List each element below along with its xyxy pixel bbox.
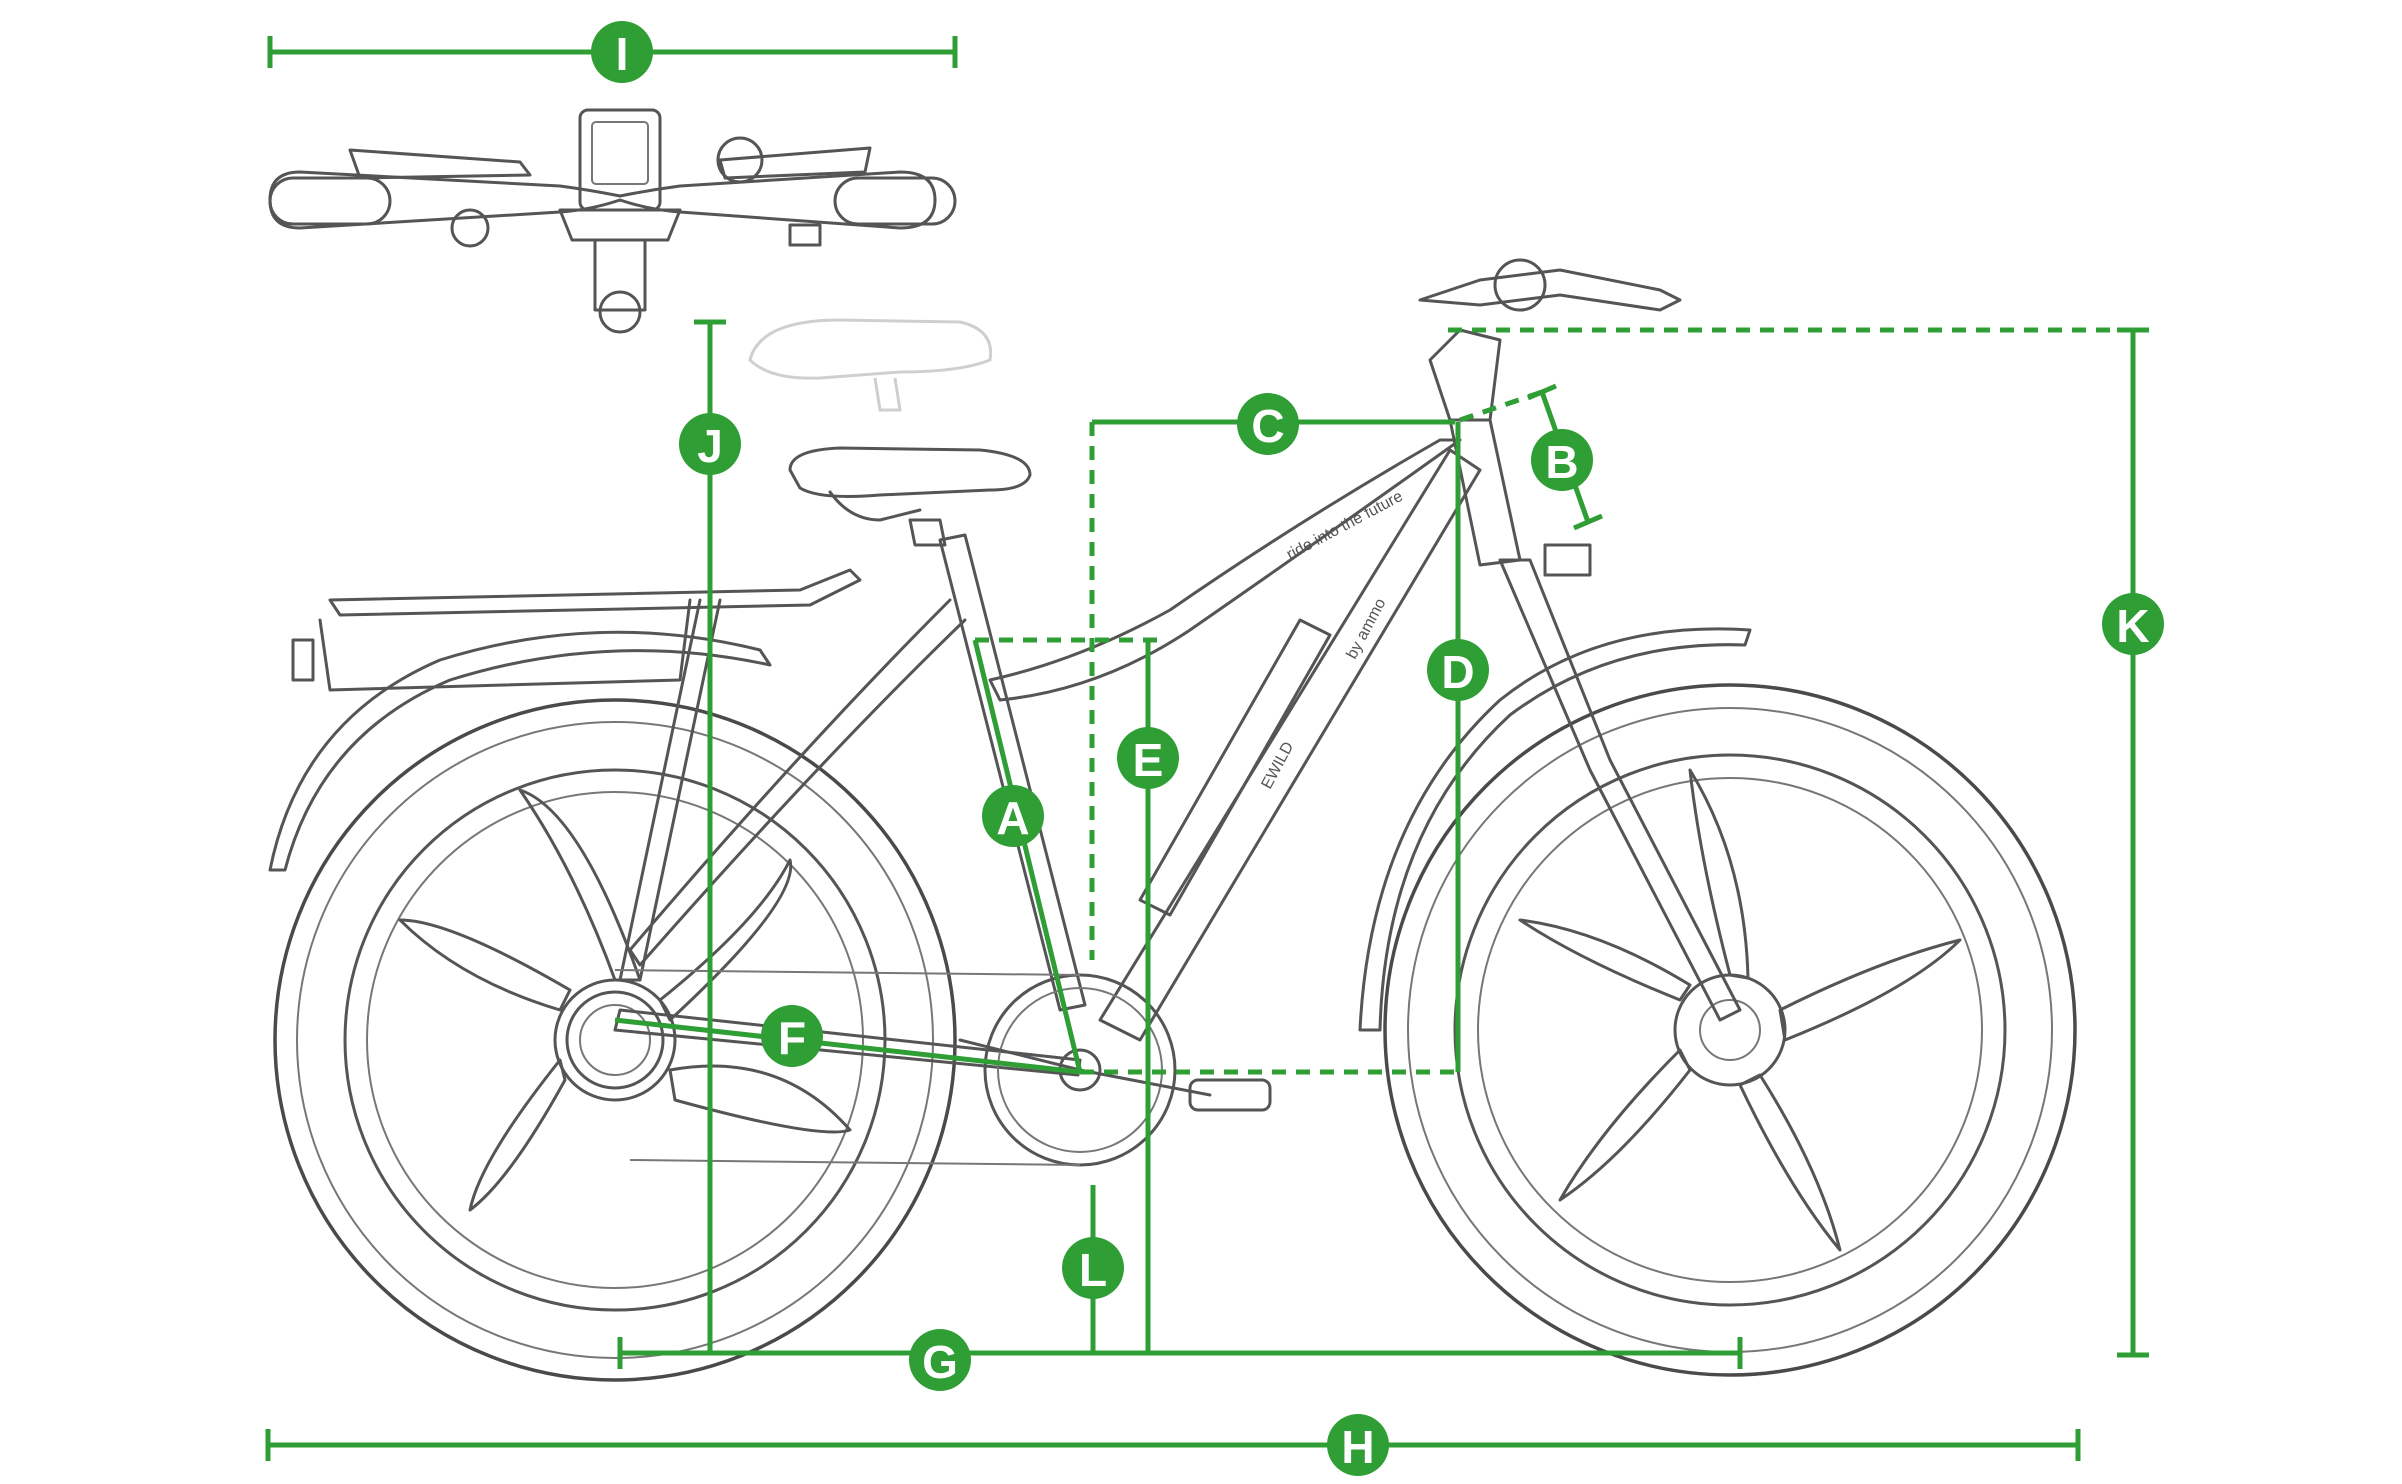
label-a-text: A — [996, 792, 1029, 844]
dimension-g-line — [617, 1337, 1743, 1369]
drivetrain — [565, 969, 1272, 1167]
dimension-h-line — [265, 1429, 2081, 1461]
dimension-j-line — [694, 319, 726, 1353]
label-e-text: E — [1133, 734, 1164, 786]
label-f-badge: F — [761, 1005, 823, 1067]
handlebar-top-view — [268, 108, 957, 334]
rear-wheel — [273, 698, 957, 1382]
front-wheel — [1383, 683, 2077, 1377]
raised-saddle-ghost — [748, 318, 993, 412]
dimension-f-line — [614, 1017, 1081, 1075]
label-f-text: F — [778, 1012, 806, 1064]
frame — [613, 258, 1742, 1077]
label-i-badge: I — [591, 21, 653, 83]
rear-fender-and-rack — [268, 568, 862, 982]
label-h-badge: H — [1327, 1414, 1389, 1476]
label-l-text: L — [1079, 1244, 1107, 1296]
front-fender — [1358, 627, 1752, 1032]
label-a-badge: A — [982, 785, 1044, 847]
saddle — [788, 446, 1032, 547]
label-d-text: D — [1441, 646, 1474, 698]
label-k-badge: K — [2102, 593, 2164, 655]
frame-by-brand: by ammo — [1344, 596, 1390, 662]
dimension-a-line — [972, 639, 1083, 1073]
label-c-text: C — [1251, 400, 1284, 452]
label-j-badge: J — [679, 413, 741, 475]
label-g-badge: G — [909, 1329, 971, 1391]
label-h-text: H — [1341, 1421, 1374, 1473]
dimension-d-line — [1080, 422, 1461, 1075]
label-g-text: G — [922, 1336, 958, 1388]
dimension-k-line — [1448, 327, 2149, 1358]
label-b-badge: B — [1531, 429, 1593, 491]
label-c-badge: C — [1237, 393, 1299, 455]
label-k-text: K — [2116, 600, 2149, 652]
label-d-badge: D — [1427, 639, 1489, 701]
label-i-text: I — [616, 28, 629, 80]
label-l-badge: L — [1062, 1237, 1124, 1299]
label-j-text: J — [697, 420, 723, 472]
label-b-text: B — [1545, 436, 1578, 488]
label-e-badge: E — [1117, 727, 1179, 789]
